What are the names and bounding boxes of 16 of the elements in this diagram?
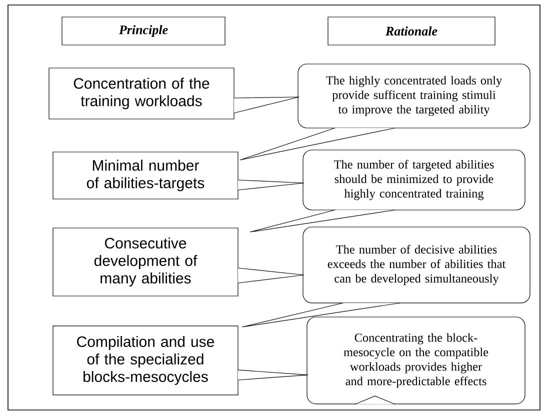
callout-pointer [238, 370, 308, 380]
callout-pointer [250, 210, 396, 232]
principle-box: Concentration of the training workloads [48, 68, 234, 120]
header-box: Principle [62, 16, 226, 46]
callout-pointer [234, 96, 300, 114]
header-box: Rationale [328, 16, 496, 46]
principle-box: Consecutive development of many abilities [52, 228, 238, 296]
speech-bubble: Concentrating the block-mesocycle on the compatible workloads provides higher and more-predictable effects [306, 316, 526, 404]
principle-box: Compilation and use of the specialized blocks-mesocycles [52, 326, 238, 396]
callout-pointer [240, 128, 396, 160]
speech-bubble: The number of decisive abilities exceeds the number of abilities that can be developed simultaneously [302, 226, 530, 304]
principle-box: Minimal number of abilities-targets [52, 152, 238, 200]
speech-bubble: The highly concentrated loads only provide sufficent training stimuli to improve the targeted ability [298, 64, 530, 128]
speech-bubble: The number of targeted abilities should be minimized to provide highly concentrated training [302, 150, 526, 210]
callout-pointer [238, 268, 304, 284]
callout-pointer [238, 180, 304, 190]
